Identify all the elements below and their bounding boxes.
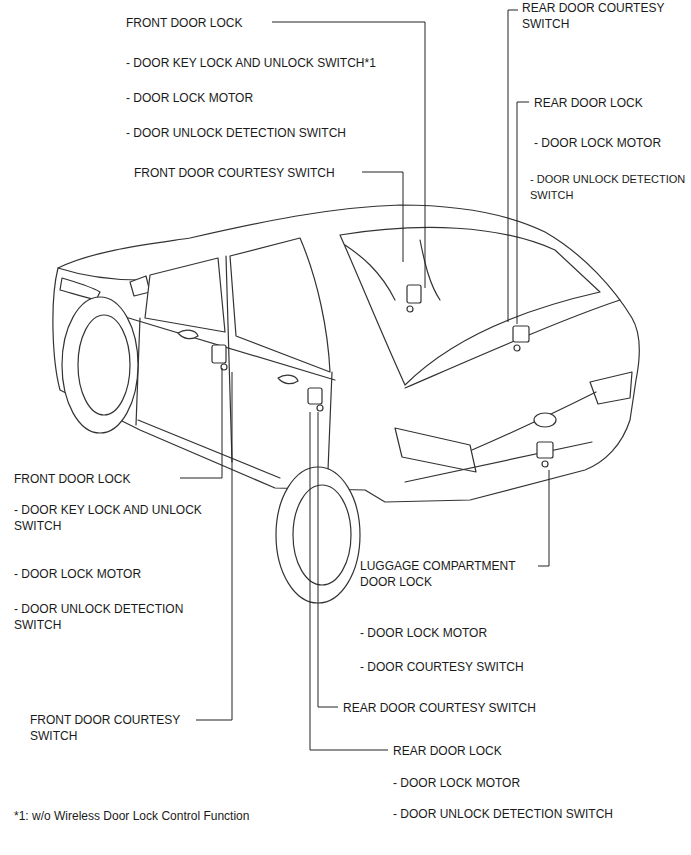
- door-lock-part: [308, 388, 323, 411]
- part-label: - DOOR LOCK MOTOR: [126, 90, 253, 106]
- rear-wheel-rim: [293, 485, 351, 585]
- part-label: REAR DOOR LOCK: [393, 743, 502, 759]
- part-label: - DOOR UNLOCK DETECTION SWITCH: [393, 806, 613, 822]
- leader-line: [538, 470, 549, 566]
- bumper-line: [405, 442, 592, 482]
- rear-side-window: [230, 238, 330, 372]
- part-label: LUGGAGE COMPARTMENT DOOR LOCK: [360, 558, 530, 590]
- part-label: - DOOR LOCK MOTOR: [360, 625, 487, 641]
- emblem: [534, 413, 556, 427]
- part-label: FRONT DOOR LOCK: [126, 15, 242, 31]
- front-wheel-rim: [78, 315, 130, 415]
- door-lock-part: [513, 326, 529, 351]
- interior-line: [420, 240, 440, 300]
- door-lock-part: [407, 285, 421, 312]
- part-label: - DOOR COURTESY SWITCH: [360, 659, 524, 675]
- part-label: - DOOR KEY LOCK AND UNLOCK SWITCH*1: [126, 55, 376, 71]
- sill-line: [138, 420, 280, 478]
- tail-light: [590, 372, 632, 404]
- part-label: - DOOR LOCK MOTOR: [393, 775, 520, 791]
- footnote: *1: w/o Wireless Door Lock Control Funct…: [14, 808, 249, 824]
- interior-line: [345, 245, 395, 300]
- hood-line: [58, 268, 140, 280]
- luggage-lock-part: [537, 442, 553, 467]
- trunk-line: [472, 392, 596, 450]
- leader-line: [196, 372, 232, 720]
- part-label: - DOOR UNLOCK DETECTION SWITCH: [14, 601, 214, 633]
- leader-line: [362, 172, 403, 262]
- door-gap: [226, 256, 232, 462]
- door-handle: [278, 375, 298, 384]
- part-label: - DOOR KEY LOCK AND UNLOCK SWITCH: [14, 502, 214, 534]
- front-side-window: [145, 258, 225, 332]
- part-label: REAR DOOR COURTESY SWITCH: [522, 0, 672, 32]
- door-gap: [328, 372, 332, 470]
- part-label: - DOOR LOCK MOTOR: [534, 135, 661, 151]
- leader-line: [180, 368, 222, 478]
- part-label: REAR DOOR COURTESY SWITCH: [343, 700, 536, 716]
- tail-light: [395, 428, 476, 472]
- rear-glass: [340, 227, 600, 385]
- front-wheel: [62, 297, 138, 433]
- side-mirror: [130, 276, 150, 296]
- car-body: [53, 205, 639, 502]
- part-label: - DOOR UNLOCK DETECTION SWITCH: [530, 171, 688, 203]
- headlight: [60, 278, 100, 300]
- leader-line: [517, 102, 529, 324]
- door-lock-part: [212, 345, 227, 370]
- part-label: FRONT DOOR COURTESY SWITCH: [30, 712, 190, 744]
- door-handle: [178, 330, 198, 339]
- part-label: - DOOR LOCK MOTOR: [14, 566, 141, 582]
- part-label: REAR DOOR LOCK: [534, 95, 643, 111]
- leader-line: [318, 412, 338, 707]
- part-label: - DOOR UNLOCK DETECTION SWITCH: [126, 125, 346, 141]
- trunk-line: [405, 300, 620, 388]
- part-label: FRONT DOOR COURTESY SWITCH: [134, 165, 335, 181]
- part-label: FRONT DOOR LOCK: [14, 471, 130, 487]
